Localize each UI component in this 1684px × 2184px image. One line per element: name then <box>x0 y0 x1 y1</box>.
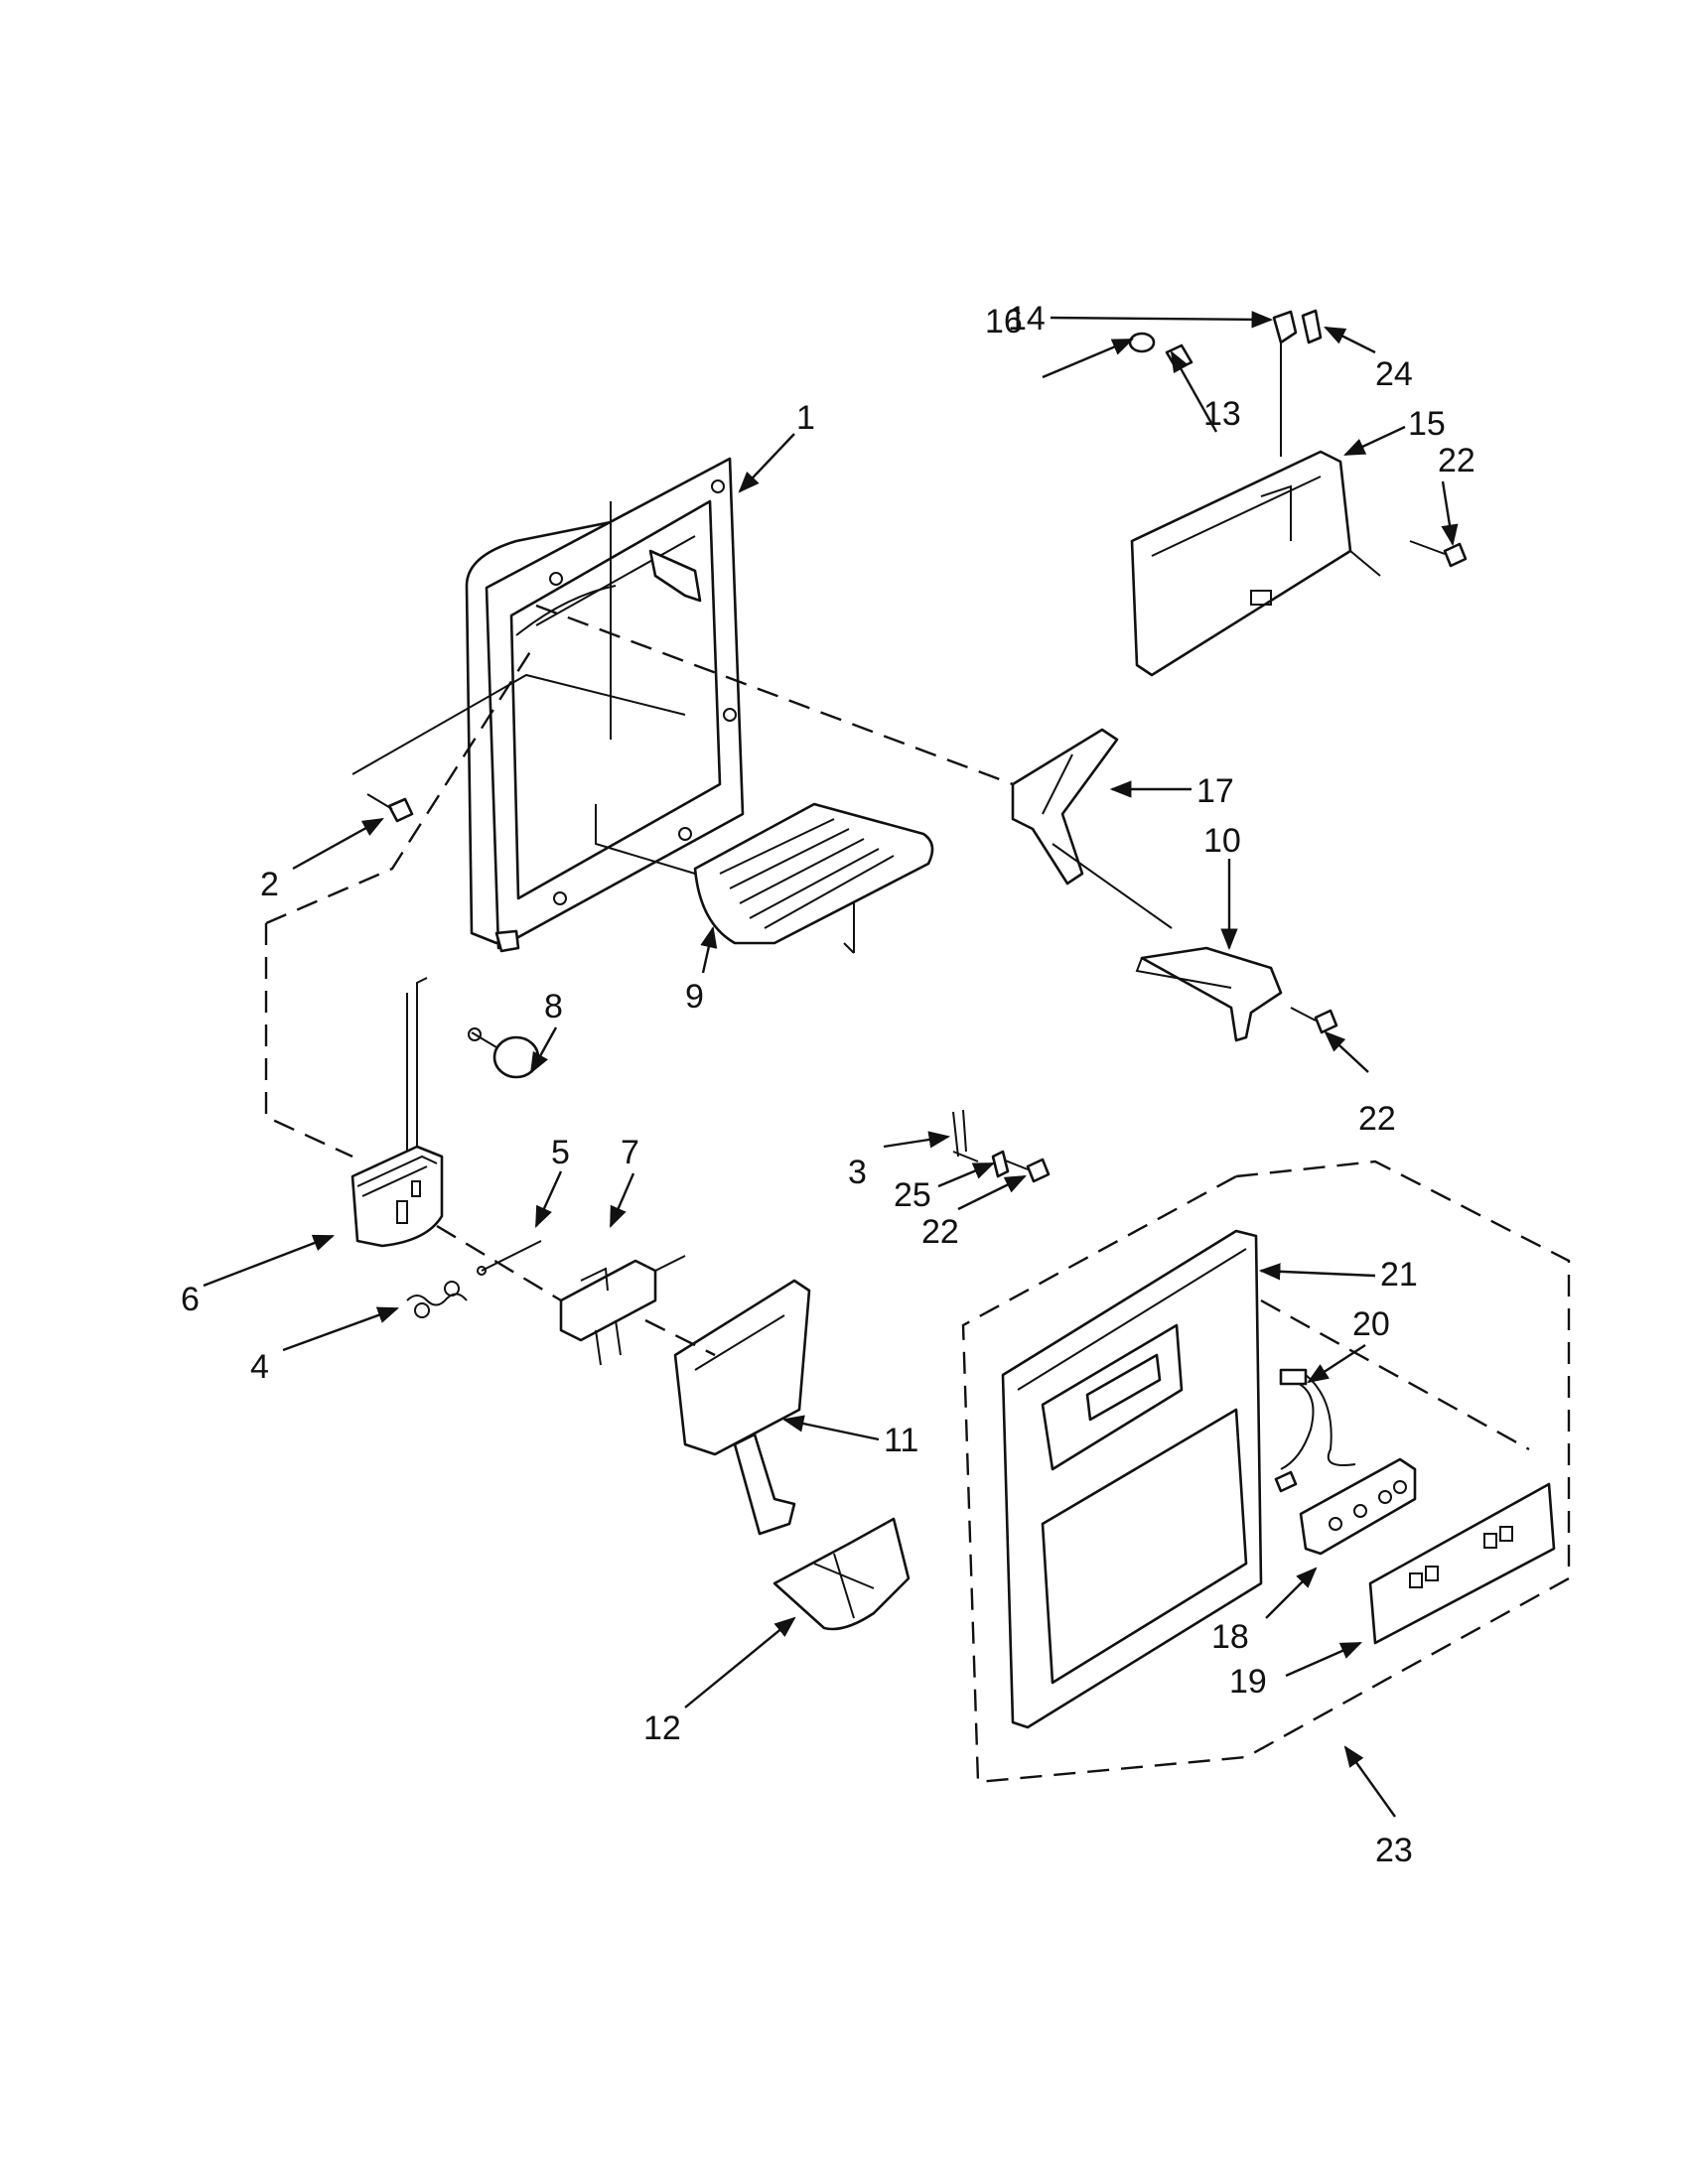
part-spring-4 <box>406 1281 468 1318</box>
part-switch-7 <box>559 1255 686 1366</box>
part-switch-14 <box>1272 310 1298 457</box>
callout-10: 10 <box>1203 822 1241 860</box>
callout-14: 14 <box>1008 300 1046 338</box>
callout-25: 25 <box>894 1176 931 1214</box>
part-dispenser-housing <box>465 457 745 953</box>
callout-19: 19 <box>1229 1663 1267 1701</box>
callout-leaders <box>203 311 1459 1818</box>
part-clip-3 <box>952 1109 979 1162</box>
callout-8: 8 <box>544 988 563 1025</box>
part-solenoid-8 <box>468 1027 540 1079</box>
part-control-board-18 <box>1299 1457 1417 1556</box>
part-screw-2 <box>366 793 414 823</box>
part-ice-funnel-12 <box>772 1517 911 1631</box>
part-screw-22-c <box>1002 1158 1051 1183</box>
part-auger-motor-6 <box>351 977 444 1248</box>
part-front-panel-21 <box>1001 1229 1263 1729</box>
part-switch-housing-15 <box>1130 450 1381 677</box>
callout-9: 9 <box>685 978 704 1016</box>
assembly-guide-lines <box>264 604 1571 1784</box>
callout-21: 21 <box>1380 1256 1418 1294</box>
callout-23: 23 <box>1375 1832 1413 1869</box>
part-cover-24 <box>1301 309 1323 344</box>
callout-22-c: 22 <box>921 1213 959 1251</box>
callout-11: 11 <box>884 1422 918 1459</box>
callout-17: 17 <box>1196 772 1234 810</box>
part-wire-harness-20 <box>1274 1368 1356 1493</box>
callout-13: 13 <box>1203 395 1241 433</box>
callout-3: 3 <box>848 1154 867 1191</box>
callout-15: 15 <box>1408 405 1446 443</box>
callout-1: 1 <box>796 399 815 437</box>
callout-6: 6 <box>181 1281 200 1318</box>
callout-20: 20 <box>1352 1305 1390 1343</box>
callout-18: 18 <box>1211 1618 1249 1656</box>
callout-24: 24 <box>1375 355 1413 393</box>
part-screw-22-a <box>1409 540 1468 568</box>
callout-22-a: 22 <box>1438 442 1475 479</box>
part-pin-5 <box>477 1240 542 1276</box>
part-lever-10 <box>1135 946 1283 1042</box>
callout-5: 5 <box>551 1134 570 1171</box>
callout-2: 2 <box>260 866 279 903</box>
part-drip-grille <box>693 802 934 954</box>
callout-16: 16 <box>985 303 1023 341</box>
callout-12: 12 <box>643 1709 681 1747</box>
callout-7: 7 <box>621 1134 639 1171</box>
part-screw-22-b <box>1290 1007 1338 1034</box>
part-clip-25 <box>991 1150 1010 1178</box>
part-bulb-16 <box>1128 332 1156 353</box>
callout-labels: 1 2 3 4 5 6 7 8 9 10 11 12 13 14 15 16 1… <box>181 300 1475 1869</box>
part-chute-door-11 <box>673 1279 811 1536</box>
callout-22-b: 22 <box>1358 1100 1396 1138</box>
callout-4: 4 <box>250 1348 269 1386</box>
part-control-overlay-19 <box>1368 1482 1556 1645</box>
part-lever-17 <box>1011 728 1119 886</box>
